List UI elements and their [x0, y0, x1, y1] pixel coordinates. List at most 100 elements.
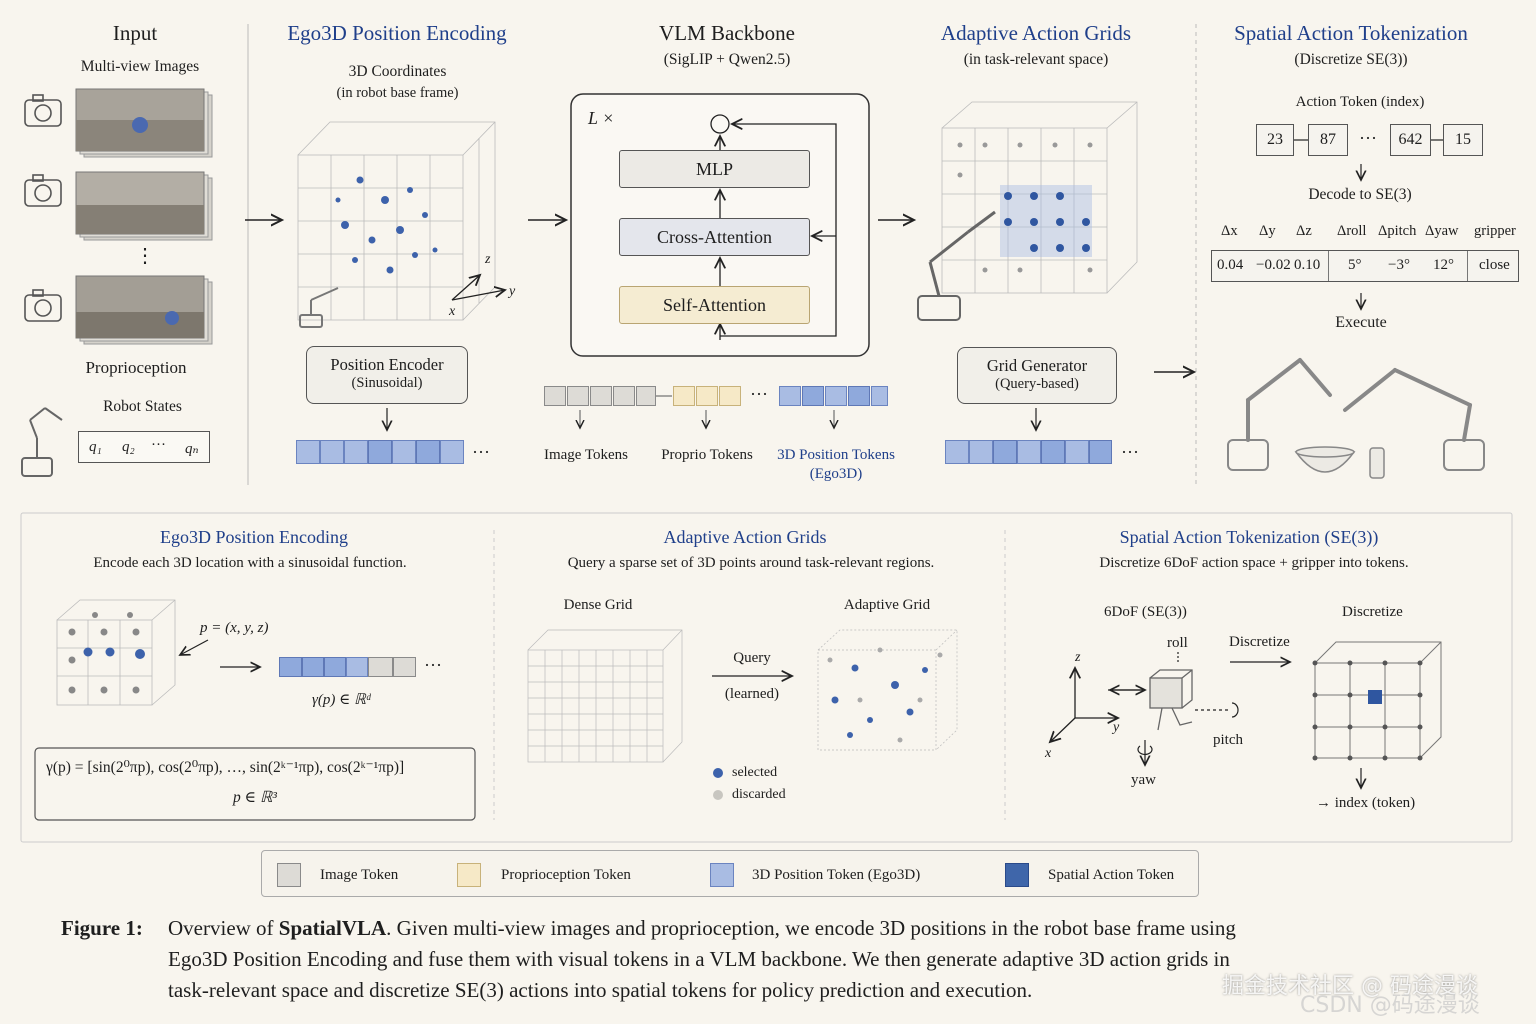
spatial-title: Spatial Action Tokenization	[1234, 21, 1468, 45]
yaw-label: yaw	[1131, 772, 1156, 788]
value-dpitch: −3°	[1388, 257, 1410, 273]
query-label: Query	[733, 650, 771, 666]
proprio-tokens-label: Proprio Tokens	[661, 447, 753, 463]
bottom-grids-desc: Query a sparse set of 3D points around t…	[567, 555, 935, 571]
encoding-token-ellipsis: ···	[424, 655, 442, 675]
grids-title: Adaptive Action Grids	[940, 21, 1132, 45]
action-token-value: 15	[1443, 124, 1483, 156]
position-token	[368, 440, 392, 464]
ego3d-points	[335, 176, 438, 274]
legend-image-swatch	[277, 863, 301, 887]
position-token	[969, 440, 993, 464]
position-token	[296, 440, 320, 464]
discarded-legend-dot	[713, 790, 723, 800]
position-encoder-box: Position Encoder (Sinusoidal)	[306, 346, 468, 404]
task-relevant-region	[1000, 185, 1092, 257]
grid-token-ellipsis: ···	[1121, 442, 1139, 462]
sixdof-label: 6DoF (SE(3))	[1104, 604, 1187, 620]
legend-action-label: Spatial Action Token	[1048, 867, 1175, 883]
se3-axes-icon	[1050, 668, 1118, 742]
legend-proprio-swatch	[457, 863, 481, 887]
position-token	[1065, 440, 1089, 464]
legend-position-swatch	[710, 863, 734, 887]
image-token	[590, 386, 612, 406]
robot-arm-icon	[21, 407, 63, 477]
legend-box: Image Token Proprioception Token 3D Posi…	[261, 850, 1199, 897]
vlm-title: VLM Backbone	[659, 21, 795, 45]
ego3d-token-ellipsis: ···	[472, 442, 490, 462]
coords-sublabel: (in robot base frame)	[336, 85, 459, 101]
position-token	[848, 386, 870, 406]
action-token-ellipsis: ···	[1359, 128, 1377, 148]
cross-attention-block: Cross-Attention	[619, 218, 810, 256]
header-dz: Δz	[1296, 223, 1312, 239]
adaptive-grid-cube-small	[817, 629, 958, 751]
position-token	[392, 440, 416, 464]
position-token	[279, 657, 302, 677]
position-token	[416, 440, 440, 464]
image-token	[636, 386, 656, 406]
gamma-label: γ(p) ∈ ℝᵈ	[312, 692, 371, 708]
position-token	[346, 657, 368, 677]
bottom-grids-title: Adaptive Action Grids	[663, 527, 827, 547]
self-attention-block: Self-Attention	[619, 286, 810, 324]
axis-x-label: x	[449, 304, 456, 319]
bottom-panel-frame	[20, 512, 1513, 843]
watermark-csdn: CSDN @码途漫谈	[1300, 993, 1480, 1018]
discretized-cube	[1314, 641, 1442, 759]
se3-axis-x: x	[1045, 746, 1052, 761]
value-dx: 0.04	[1217, 257, 1244, 273]
formula-domain: p ∈ ℝ³	[233, 789, 277, 806]
sinusoidal-formula: γ(p) = [sin(2⁰πp), cos(2⁰πp), …, sin(2ᵏ⁻…	[46, 759, 405, 776]
dense-grid-label: Dense Grid	[563, 597, 633, 613]
multiview-label: Multi-view Images	[80, 58, 200, 75]
robot-states-box: q₁ q₂ ··· qₙ	[78, 431, 210, 463]
position-encoder-sublabel: (Sinusoidal)	[351, 375, 423, 391]
legend-position-label: 3D Position Token (Ego3D)	[752, 867, 921, 883]
spatial-subtitle: (Discretize SE(3))	[1294, 51, 1408, 68]
position-tokens-sublabel: (Ego3D)	[809, 466, 863, 482]
header-dx: Δx	[1221, 223, 1238, 239]
header-dpitch: Δpitch	[1378, 223, 1417, 239]
q2-label: q₂	[122, 439, 135, 455]
position-token	[344, 440, 368, 464]
execute-scene-robots	[1227, 358, 1485, 471]
se3-axis-z: z	[1075, 650, 1081, 665]
caption-pre: Overview of	[168, 916, 279, 940]
position-encoder-label: Position Encoder	[330, 355, 444, 374]
value-dy: −0.02	[1256, 257, 1291, 273]
watermark-juejin: 掘金技术社区 @ 码途漫谈	[1222, 974, 1478, 999]
q1-label: q₁	[89, 439, 102, 455]
image-tokens-label: Image Tokens	[543, 447, 629, 463]
bottom-spatial-title: Spatial Action Tokenization (SE(3))	[1119, 527, 1379, 547]
caption-line-1: Overview of SpatialVLA. Given multi-view…	[168, 916, 1236, 941]
robot-arm-grid-icon	[917, 210, 996, 321]
discretize-heading: Discretize	[1342, 604, 1403, 620]
header-dy: Δy	[1259, 223, 1276, 239]
proprio-token	[719, 386, 741, 406]
proprio-token	[696, 386, 718, 406]
value-dyaw: 12°	[1433, 257, 1454, 273]
position-token	[1089, 440, 1112, 464]
decode-label: Decode to SE(3)	[1308, 186, 1412, 203]
multiview-image-thumbnails	[75, 88, 213, 345]
position-token	[825, 386, 847, 406]
action-token-value: 642	[1390, 124, 1431, 156]
input-title: Input	[112, 21, 158, 45]
action-token-value: 87	[1308, 124, 1348, 156]
bowl-icon	[1294, 446, 1385, 479]
position-token	[779, 386, 801, 406]
query-learned-label: (learned)	[724, 686, 780, 702]
caption-line-2: Ego3D Position Encoding and fuse them wi…	[168, 947, 1230, 971]
formula-box	[34, 747, 476, 821]
value-dz: 0.10	[1294, 257, 1321, 273]
proprio-token	[673, 386, 695, 406]
caption-model-name: SpatialVLA	[278, 916, 387, 940]
position-token	[993, 440, 1017, 464]
grid-generator-sublabel: (Query-based)	[995, 376, 1079, 392]
action-token-value: 23	[1256, 124, 1294, 156]
position-token	[802, 386, 824, 406]
coords-label: 3D Coordinates	[348, 63, 447, 80]
action-token-label: Action Token (index)	[1295, 94, 1425, 110]
position-token	[1017, 440, 1041, 464]
